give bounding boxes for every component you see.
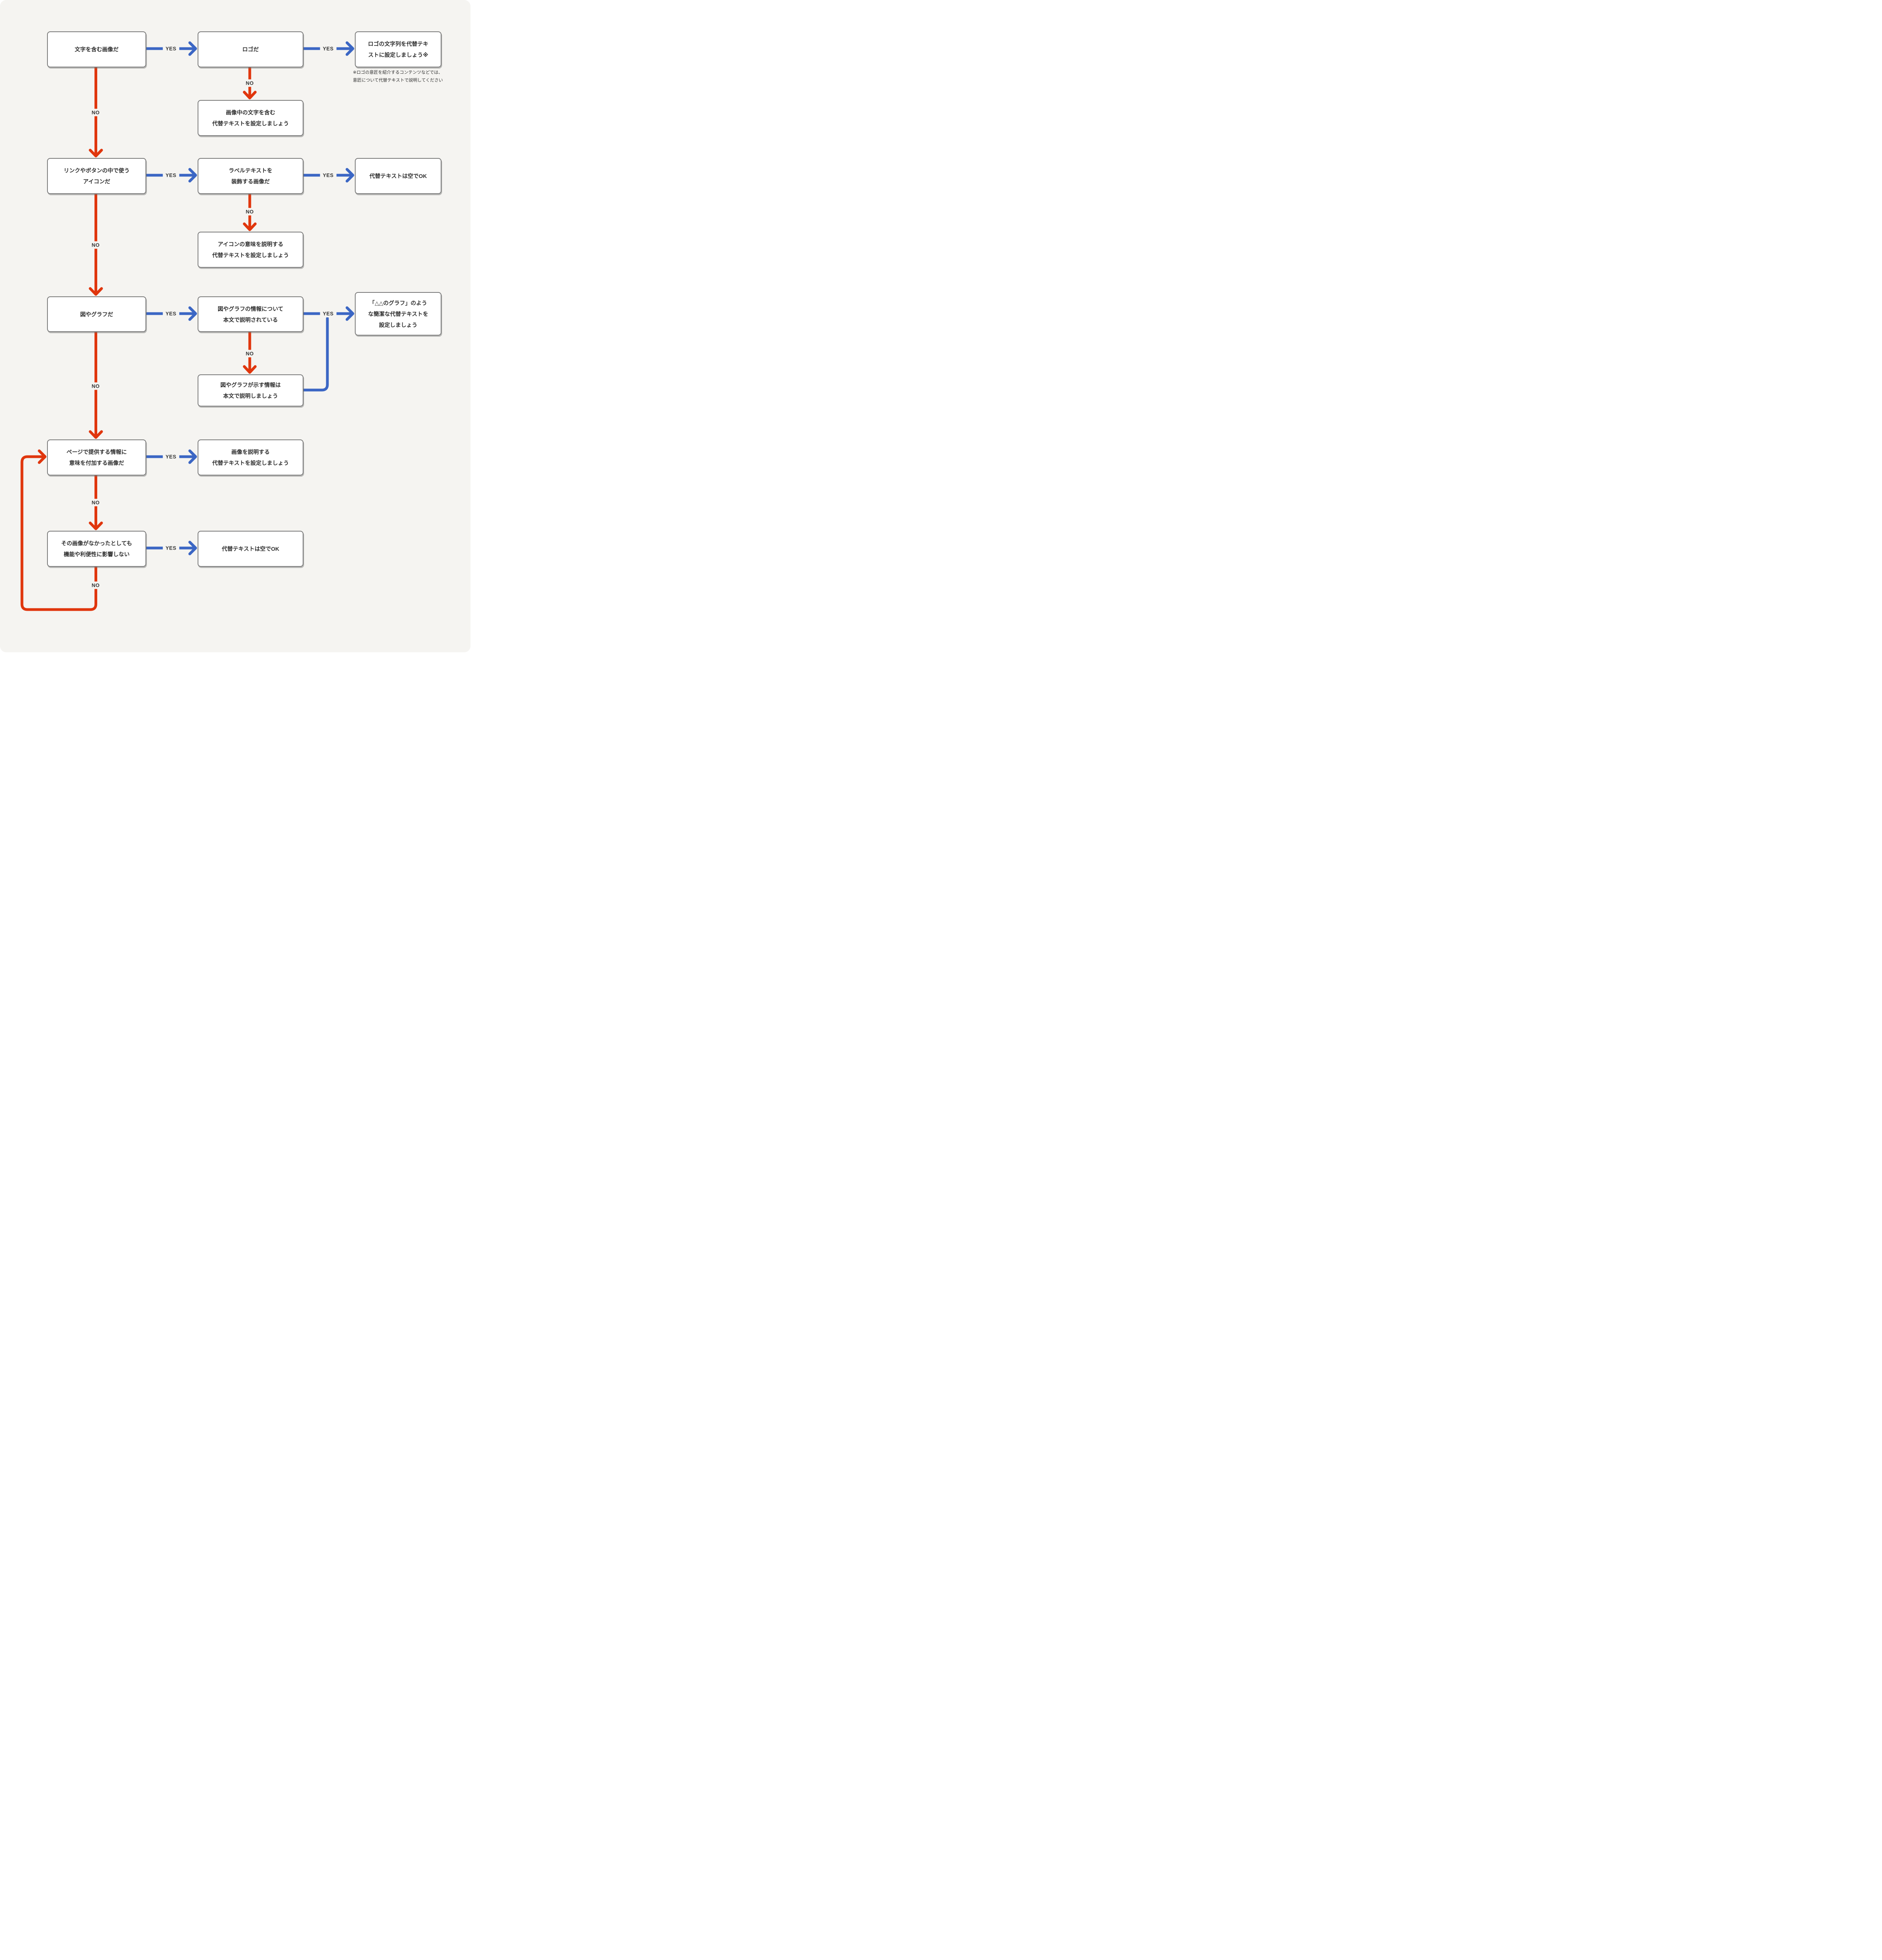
arrowhead-no-col2-r3	[243, 365, 257, 374]
node-text: アイコンの意味を説明する	[218, 241, 283, 247]
arrowhead-yes-r2-col2	[345, 168, 354, 183]
node-text: 代替テキストを設定しましょう	[212, 120, 289, 127]
label-yes-r3-col2: YES	[320, 310, 336, 318]
arrowhead-yes-r2-col1	[188, 168, 197, 183]
node-text: ロゴだ	[242, 46, 259, 53]
label-yes-r1-col1: YES	[163, 45, 179, 53]
node-q-no-impact: その画像がなかったとしても 機能や利便性に影響しない	[47, 531, 146, 567]
label-no-loopback: NO	[89, 581, 103, 589]
arrowhead-yes-r5	[188, 541, 197, 555]
arrowhead-yes-r3-col2	[345, 306, 354, 321]
label-no-col2-r2: NO	[243, 208, 257, 216]
node-text: 文字を含む画像だ	[74, 46, 119, 53]
arrowhead-no-col1-r3	[89, 430, 103, 439]
node-text: 図やグラフだ	[80, 311, 113, 318]
arrowhead-no-col1-r2	[89, 287, 103, 296]
arrowhead-no-loopback	[38, 449, 47, 464]
node-a-chart-explain-body: 図やグラフが示す情報は 本文で説明しましょう	[198, 374, 303, 407]
node-text: 本文で説明されている	[223, 316, 278, 323]
node-q-chart: 図やグラフだ	[47, 296, 146, 332]
arrowhead-yes-r4	[188, 449, 197, 464]
label-yes-r3-col1: YES	[163, 310, 179, 318]
arrowhead-no-col2-r2	[243, 222, 257, 231]
node-text: 意味を付加する画像だ	[69, 460, 124, 466]
node-text: その画像がなかったとしても	[61, 540, 132, 546]
node-a-icon-meaning-alt: アイコンの意味を説明する 代替テキストを設定しましょう	[198, 232, 303, 268]
node-a-chart-concise-alt: 「△△のグラフ」のよう な簡潔な代替テキストを 設定しましょう	[355, 292, 441, 336]
node-text: 代替テキストは空でOK	[222, 546, 280, 552]
label-no-col1-r1: NO	[89, 109, 103, 116]
node-a-text-in-image-alt: 画像中の文字を含む 代替テキストを設定しましょう	[198, 100, 303, 136]
node-text: 機能や利便性に影響しない	[64, 551, 130, 557]
arrowhead-no-col1-r4	[89, 521, 103, 530]
label-yes-r2-col1: YES	[163, 171, 179, 179]
label-no-col2-r1: NO	[243, 79, 257, 87]
node-text: 代替テキストを設定しましょう	[212, 252, 289, 258]
node-text: な簡潔な代替テキストを	[368, 310, 429, 317]
arrowhead-yes-r1-col2	[345, 41, 354, 56]
node-text: 画像中の文字を含む	[226, 109, 275, 116]
arrowhead-yes-r3-col1	[188, 306, 197, 321]
label-yes-r4: YES	[163, 453, 179, 461]
arrowhead-yes-r1-col1	[188, 41, 197, 56]
logo-footnote: ※ロゴの意匠を紹介するコンテンツなどでは、 意匠について代替テキストで説明してく…	[353, 69, 455, 85]
label-no-col2-r3: NO	[243, 350, 257, 358]
node-q-icon-in-link: リンクやボタンの中で使う アイコンだ	[47, 158, 146, 194]
edge-chart-body-to-yes	[300, 317, 329, 392]
node-text: 「△△のグラフ」のよう	[369, 299, 427, 306]
node-q-text-in-image: 文字を含む画像だ	[47, 31, 146, 67]
label-no-col1-r3: NO	[89, 382, 103, 390]
node-text: 代替テキストを設定しましょう	[212, 460, 289, 466]
node-text: 図やグラフの情報について	[218, 305, 283, 312]
node-text: ページで提供する情報に	[66, 449, 127, 455]
arrowhead-no-col1-r1	[89, 149, 103, 158]
label-no-col1-r4: NO	[89, 499, 103, 506]
node-text: ストに設定しましょう※	[368, 52, 429, 58]
node-text: リンクやボタンの中で使う	[64, 167, 130, 174]
node-text: 代替テキストは空でOK	[369, 173, 427, 179]
node-a-empty-alt-icon: 代替テキストは空でOK	[355, 158, 441, 194]
label-yes-r1-col2: YES	[320, 45, 336, 53]
label-yes-r2-col2: YES	[320, 171, 336, 179]
node-text: アイコンだ	[83, 178, 111, 185]
label-no-col1-r2: NO	[89, 241, 103, 249]
node-q-adds-meaning: ページで提供する情報に 意味を付加する画像だ	[47, 439, 146, 475]
flowchart-alt-text-decision: 文字を含む画像だ ロゴだ ロゴの文字列を代替テキ ストに設定しましょう※ ※ロゴ…	[0, 0, 470, 652]
node-text: ロゴの文字列を代替テキ	[368, 41, 429, 47]
node-q-chart-explained: 図やグラフの情報について 本文で説明されている	[198, 296, 303, 332]
footnote-line: 意匠について代替テキストで説明してください	[353, 78, 443, 83]
label-yes-r5: YES	[163, 544, 179, 552]
node-text: 設定しましょう	[379, 321, 418, 328]
node-text: 図やグラフが示す情報は	[220, 382, 281, 388]
node-text: 装飾する画像だ	[231, 178, 270, 185]
node-a-describe-image: 画像を説明する 代替テキストを設定しましょう	[198, 439, 303, 475]
node-a-empty-alt-ok: 代替テキストは空でOK	[198, 531, 303, 567]
node-text: ラベルテキストを	[229, 167, 272, 174]
footnote-line: ※ロゴの意匠を紹介するコンテンツなどでは、	[353, 70, 443, 75]
arrowhead-no-col2-r1	[243, 91, 257, 100]
node-q-decorates-label: ラベルテキストを 装飾する画像だ	[198, 158, 303, 194]
node-text: 画像を説明する	[231, 449, 270, 455]
node-q-is-logo: ロゴだ	[198, 31, 303, 67]
node-a-logo-text-alt: ロゴの文字列を代替テキ ストに設定しましょう※	[355, 31, 441, 67]
node-text: 本文で説明しましょう	[223, 393, 278, 399]
edge-no-loopback	[20, 455, 97, 611]
